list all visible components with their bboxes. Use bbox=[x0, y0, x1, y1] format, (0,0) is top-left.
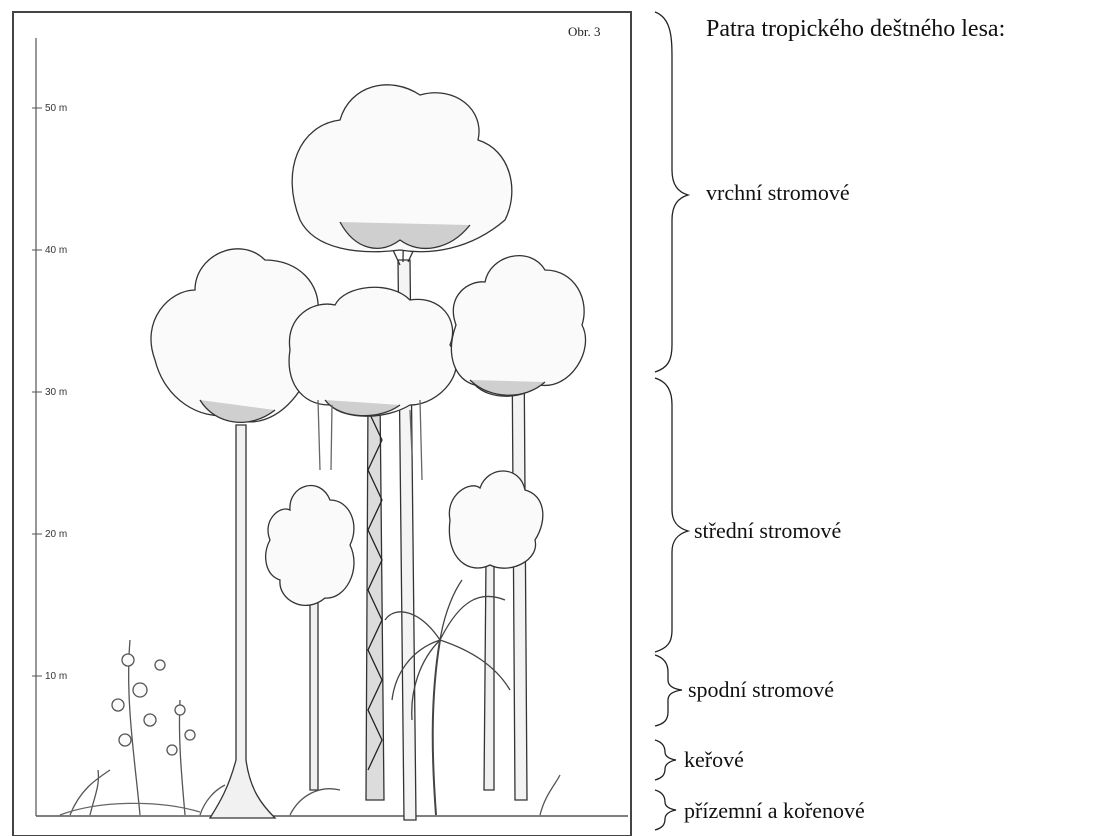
bracket-stredni bbox=[655, 378, 688, 652]
scale-label-40: 40 m bbox=[45, 245, 67, 256]
diagram-heading: Patra tropického deštného lesa: bbox=[706, 16, 1005, 43]
emergent-tree bbox=[292, 85, 512, 820]
bracket-kerove bbox=[655, 740, 676, 780]
scale-label-10: 10 m bbox=[45, 671, 67, 682]
layer-label-prizemni: přízemní a kořenové bbox=[684, 798, 865, 824]
bracket-vrchni bbox=[655, 12, 688, 372]
layer-label-kerove: keřové bbox=[684, 747, 744, 773]
layer-label-stredni: střední stromové bbox=[694, 518, 841, 544]
small-tree-right bbox=[449, 471, 543, 790]
layer-label-vrchni: vrchní stromové bbox=[706, 180, 850, 206]
layer-label-spodni: spodní stromové bbox=[688, 677, 834, 703]
layer-brackets bbox=[655, 12, 688, 830]
figure-label: Obr. 3 bbox=[568, 24, 601, 39]
bracket-prizemni bbox=[655, 790, 676, 830]
small-tree-left bbox=[266, 486, 354, 790]
forest-illustration bbox=[60, 85, 586, 820]
scale-label-50: 50 m bbox=[45, 103, 67, 114]
scale-label-30: 30 m bbox=[45, 387, 67, 398]
bracket-spodni bbox=[655, 655, 682, 726]
scale-label-20: 20 m bbox=[45, 529, 67, 540]
